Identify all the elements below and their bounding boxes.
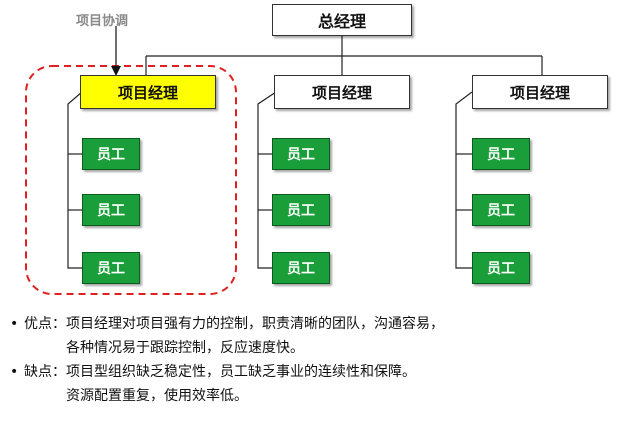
disadvantages-line-2: 资源配置重复，使用效率低。 [66,388,248,404]
notes-section: • 优点： 项目经理对项目强有力的控制，职责清晰的团队，沟通容易， 各种情况易于… [10,312,620,408]
coordination-outline [25,65,237,295]
coordination-arrowhead [111,66,121,76]
disadvantages-tag: 缺点： [24,364,66,380]
staff-box-3-2: 员工 [472,194,530,226]
staff-box-1-1: 员工 [82,138,140,170]
project-manager-box-3: 项目经理 [472,75,608,109]
bullet: • [10,364,19,380]
staff-box-1-2: 员工 [82,194,140,226]
advantages-tag: 优点： [24,316,66,332]
advantages-line-2: 各种情况易于跟踪控制，反应速度快。 [66,340,304,356]
advantages-note: • 优点： 项目经理对项目强有力的控制，职责清晰的团队，沟通容易， 各种情况易于… [10,312,620,360]
bullet: • [10,316,19,332]
disadvantages-line-1: 项目型组织缺乏稳定性，员工缺乏事业的连续性和保障。 [66,364,416,380]
advantages-line-1: 项目经理对项目强有力的控制，职责清晰的团队，沟通容易， [66,316,444,332]
org-chart: 项目协调 总经理 项目经理 员工 员工 员工 项目经理 员工 员工 员工 项目经… [25,4,608,295]
disadvantages-note: • 缺点： 项目型组织缺乏稳定性，员工缺乏事业的连续性和保障。 资源配置重复，使… [10,360,620,408]
staff-box-2-2: 员工 [272,194,330,226]
staff-box-1-3: 员工 [82,252,140,284]
staff-box-3-3: 员工 [472,252,530,284]
general-manager-box: 总经理 [272,4,412,36]
connector-lines [25,26,543,295]
project-manager-box-1: 项目经理 [80,75,216,109]
staff-box-3-1: 员工 [472,138,530,170]
staff-box-2-1: 员工 [272,138,330,170]
coordination-label: 项目协调 [76,14,129,29]
project-manager-box-2: 项目经理 [274,75,410,109]
staff-box-2-3: 员工 [272,252,330,284]
